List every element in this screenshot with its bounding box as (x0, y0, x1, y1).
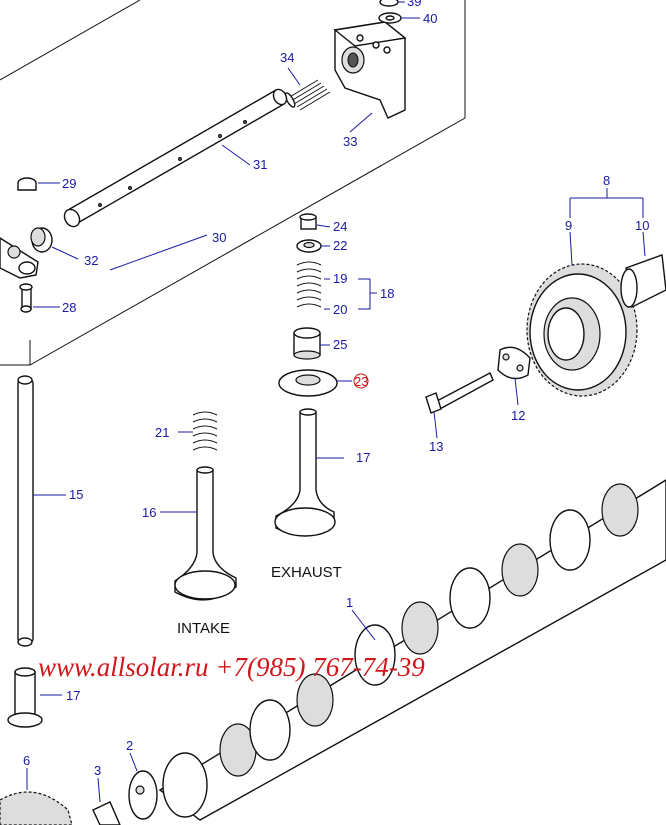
callout-33: 33 (343, 134, 357, 149)
callouts: 39 40 34 33 31 30 29 32 28 24 22 19 20 1… (23, 0, 649, 778)
valve-cap-24 (299, 213, 317, 230)
callout-16: 16 (142, 505, 156, 520)
caption-exhaust: EXHAUST (271, 564, 342, 581)
plug-32 (30, 227, 53, 253)
rocker-shaft (63, 88, 288, 228)
idler-gear (526, 263, 638, 397)
callout-25: 25 (333, 337, 347, 352)
callout-30: 30 (212, 230, 226, 245)
callout-17-lower: 17 (66, 688, 80, 703)
callout-24: 24 (333, 219, 347, 234)
callout-10: 10 (635, 218, 649, 233)
adjust-screw-28 (19, 283, 33, 313)
tappet (7, 667, 43, 728)
spring-21 (192, 411, 218, 451)
callout-28: 28 (62, 300, 76, 315)
callout-22: 22 (333, 238, 347, 253)
caption-intake: INTAKE (177, 620, 230, 637)
callout-15: 15 (69, 487, 83, 502)
panel-outline (0, 0, 466, 366)
cam-gear-6 (0, 791, 73, 825)
bolt-13 (425, 372, 494, 414)
watermark-text: www.allsolar.ru +7(985) 767-74-39 (38, 652, 425, 682)
plate-2 (128, 770, 158, 820)
camshaft (158, 479, 666, 821)
callout-23-ring (353, 373, 369, 389)
retainer-22 (296, 239, 322, 253)
rocker-arm (0, 237, 39, 279)
bushing-10 (620, 254, 666, 309)
callout-21: 21 (155, 425, 169, 440)
callout-18: 18 (380, 286, 394, 301)
callout-40: 40 (423, 11, 437, 26)
washer-40 (378, 12, 402, 24)
callout-13: 13 (429, 439, 443, 454)
callout-34: 34 (280, 50, 294, 65)
spring-34 (284, 79, 331, 111)
callout-23: 23 (354, 374, 368, 389)
leader-lines (26, 1, 646, 803)
callout-12: 12 (511, 408, 525, 423)
callout-6: 6 (23, 753, 30, 768)
callout-17-exhaust: 17 (356, 450, 370, 465)
push-rod (17, 375, 34, 647)
callout-2: 2 (126, 738, 133, 753)
callout-20: 20 (333, 302, 347, 317)
exhaust-valve (274, 408, 336, 537)
gasket-3 (92, 801, 121, 825)
callout-3: 3 (94, 763, 101, 778)
callout-31: 31 (253, 157, 267, 172)
callout-19: 19 (333, 271, 347, 286)
intake-valve (174, 466, 237, 601)
callout-8: 8 (603, 173, 610, 188)
spring-19-20 (296, 261, 322, 308)
callout-1: 1 (346, 595, 353, 610)
seat-washer-23 (278, 369, 338, 397)
callout-29: 29 (62, 176, 76, 191)
callout-39: 39 (407, 0, 421, 9)
rocker-bracket (333, 21, 407, 119)
callout-32: 32 (84, 253, 98, 268)
nut-29 (17, 177, 37, 191)
nut-39 (379, 0, 399, 7)
callout-9: 9 (565, 218, 572, 233)
thrust-plate-12 (497, 346, 531, 380)
valve-seal-25 (293, 327, 321, 360)
